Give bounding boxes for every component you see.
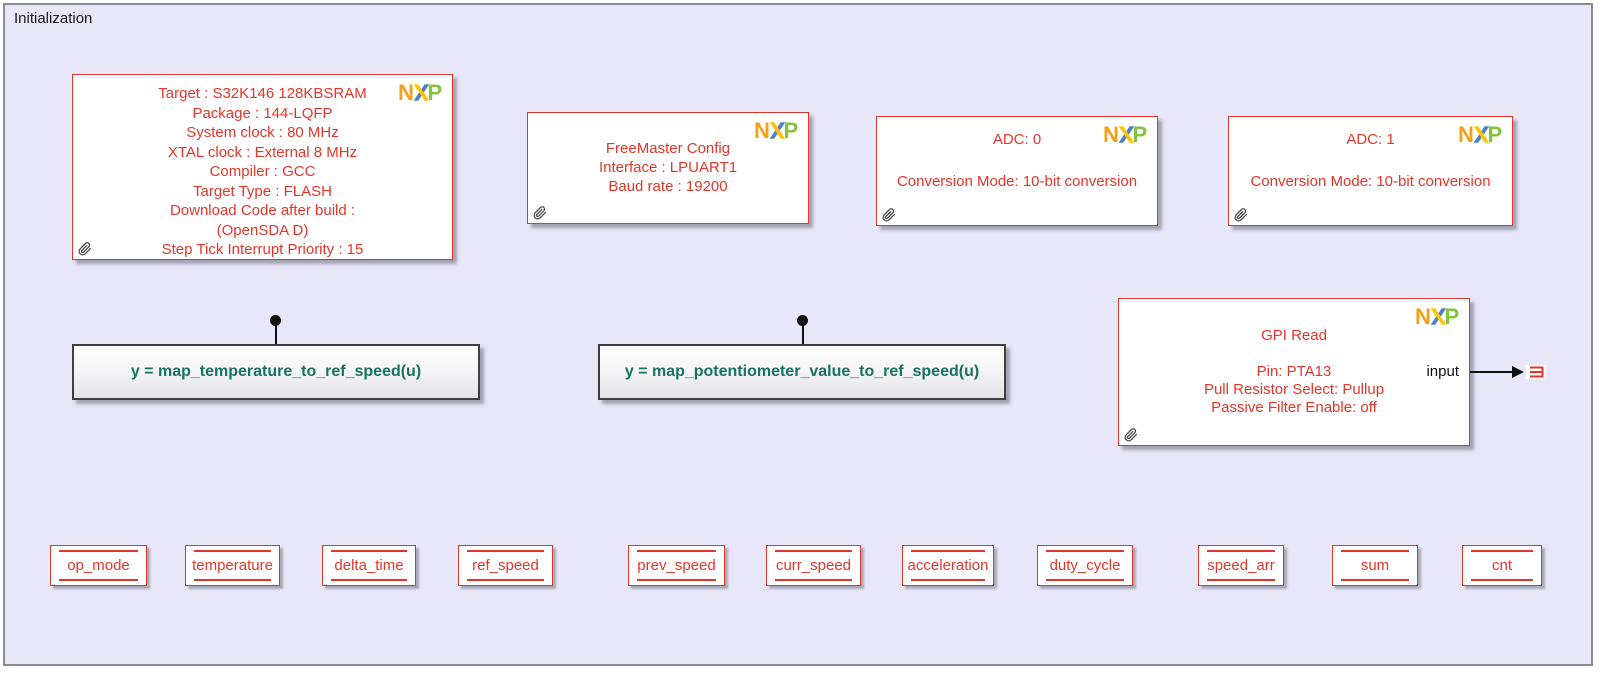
freemaster-line: FreeMaster Config — [605, 140, 731, 157]
data-store-label: speed_arr — [1207, 557, 1275, 574]
svg-text:P: P — [783, 120, 798, 141]
gpi-pin: Pin: PTA13 — [1256, 363, 1332, 380]
svg-text:N: N — [398, 82, 414, 103]
freemaster-line: Interface : LPUART1 — [598, 159, 738, 176]
adc1-block[interactable]: ADC: 1 Conversion Mode: 10-bit conversio… — [1228, 116, 1513, 226]
data-store-op-mode[interactable]: op_mode — [50, 545, 147, 586]
data-store-label: acceleration — [907, 557, 989, 574]
nxp-logo-icon: N P — [398, 82, 442, 103]
config-line: (OpenSDA D) — [216, 221, 309, 239]
map-potentiometer-function-block[interactable]: y = map_potentiometer_value_to_ref_speed… — [598, 344, 1006, 400]
adc1-mode: Conversion Mode: 10-bit conversion — [1250, 173, 1491, 190]
nxp-logo-icon: N P — [1458, 124, 1502, 145]
config-line: Package : 144-LQFP — [192, 104, 333, 122]
data-store-label: duty_cycle — [1049, 557, 1121, 574]
adc1-title: ADC: 1 — [1346, 131, 1395, 148]
svg-text:N: N — [1415, 306, 1431, 327]
paperclip-icon — [1234, 208, 1248, 222]
svg-text:N: N — [1458, 124, 1474, 145]
annotation-connector-stem — [275, 325, 277, 344]
data-store-cnt[interactable]: cnt — [1462, 545, 1542, 586]
freemaster-text: FreeMaster Config Interface : LPUART1 Ba… — [528, 113, 808, 196]
svg-text:P: P — [427, 82, 442, 103]
adc1-text: ADC: 1 Conversion Mode: 10-bit conversio… — [1229, 117, 1512, 192]
paperclip-icon — [78, 242, 92, 256]
mbd-config-block[interactable]: Target : S32K146 128KBSRAM Package : 144… — [72, 74, 453, 260]
function-signature: y = map_potentiometer_value_to_ref_speed… — [624, 363, 980, 380]
function-signature: y = map_temperature_to_ref_speed(u) — [130, 363, 422, 380]
data-store-speed-arr[interactable]: speed_arr — [1198, 545, 1284, 586]
data-store-label: op_mode — [67, 557, 130, 574]
blank-line — [1229, 150, 1512, 171]
svg-text:N: N — [754, 120, 770, 141]
gpi-pull-resistor: Pull Resistor Select: Pullup — [1203, 381, 1385, 398]
data-store-delta-time[interactable]: delta_time — [322, 545, 416, 586]
freemaster-config-block[interactable]: FreeMaster Config Interface : LPUART1 Ba… — [527, 112, 809, 224]
nxp-logo-icon: N P — [754, 120, 798, 141]
config-line: XTAL clock : External 8 MHz — [167, 143, 358, 161]
config-line: Compiler : GCC — [209, 163, 316, 180]
config-line: Target : S32K146 128KBSRAM — [158, 85, 367, 102]
ground-terminator-icon[interactable] — [1526, 365, 1546, 379]
adc0-title: ADC: 0 — [992, 131, 1042, 148]
data-store-label: temperature — [192, 557, 273, 574]
blank-line — [877, 150, 1157, 171]
data-store-temperature[interactable]: temperature — [185, 545, 280, 586]
config-line: Download Code after build : — [169, 202, 356, 219]
data-store-acceleration[interactable]: acceleration — [902, 545, 994, 586]
blank-line — [1119, 345, 1469, 363]
mbd-config-text: Target : S32K146 128KBSRAM Package : 144… — [73, 75, 452, 260]
map-temperature-function-block[interactable]: y = map_temperature_to_ref_speed(u) — [72, 344, 480, 400]
gpi-output-port-label: input — [1426, 363, 1459, 380]
svg-text:P: P — [1444, 306, 1459, 327]
data-store-prev-speed[interactable]: prev_speed — [628, 545, 725, 586]
gpi-passive-filter: Passive Filter Enable: off — [1211, 399, 1377, 416]
svg-text:N: N — [1103, 124, 1119, 145]
svg-text:P: P — [1132, 124, 1147, 145]
annotation-connector-dot — [270, 315, 281, 326]
data-store-duty-cycle[interactable]: duty_cycle — [1037, 545, 1133, 586]
wire-arrowhead-icon — [1512, 366, 1524, 378]
gpi-text: GPI Read Pin: PTA13 Pull Resistor Select… — [1119, 299, 1469, 417]
data-store-label: ref_speed — [472, 557, 539, 574]
subsystem-title: Initialization — [14, 10, 93, 27]
data-store-label: prev_speed — [637, 557, 716, 574]
adc0-block[interactable]: ADC: 0 Conversion Mode: 10-bit conversio… — [876, 116, 1158, 226]
paperclip-icon — [533, 206, 547, 220]
data-store-curr-speed[interactable]: curr_speed — [766, 545, 861, 586]
annotation-connector-dot — [797, 315, 808, 326]
config-line: System clock : 80 MHz — [186, 124, 339, 141]
adc0-mode: Conversion Mode: 10-bit conversion — [896, 173, 1138, 190]
config-line: Target Type : FLASH — [193, 182, 332, 200]
gpi-read-block[interactable]: GPI Read Pin: PTA13 Pull Resistor Select… — [1118, 298, 1470, 446]
data-store-label: curr_speed — [775, 557, 852, 574]
freemaster-line: Baud rate : 19200 — [608, 178, 728, 195]
adc0-text: ADC: 0 Conversion Mode: 10-bit conversio… — [877, 117, 1157, 192]
gpi-output-wire[interactable] — [1470, 371, 1513, 373]
data-store-label: sum — [1360, 557, 1390, 574]
data-store-label: cnt — [1491, 557, 1512, 574]
gpi-title: GPI Read — [1261, 327, 1327, 344]
data-store-label: delta_time — [334, 557, 404, 574]
paperclip-icon — [1124, 428, 1138, 442]
nxp-logo-icon: N P — [1415, 306, 1459, 327]
svg-text:P: P — [1487, 124, 1502, 145]
data-store-sum[interactable]: sum — [1332, 545, 1418, 586]
config-line: Step Tick Interrupt Priority : 15 — [161, 241, 364, 258]
annotation-connector-stem — [802, 325, 804, 344]
paperclip-icon — [882, 208, 896, 222]
data-store-ref-speed[interactable]: ref_speed — [458, 545, 553, 586]
nxp-logo-icon: N P — [1103, 124, 1147, 145]
